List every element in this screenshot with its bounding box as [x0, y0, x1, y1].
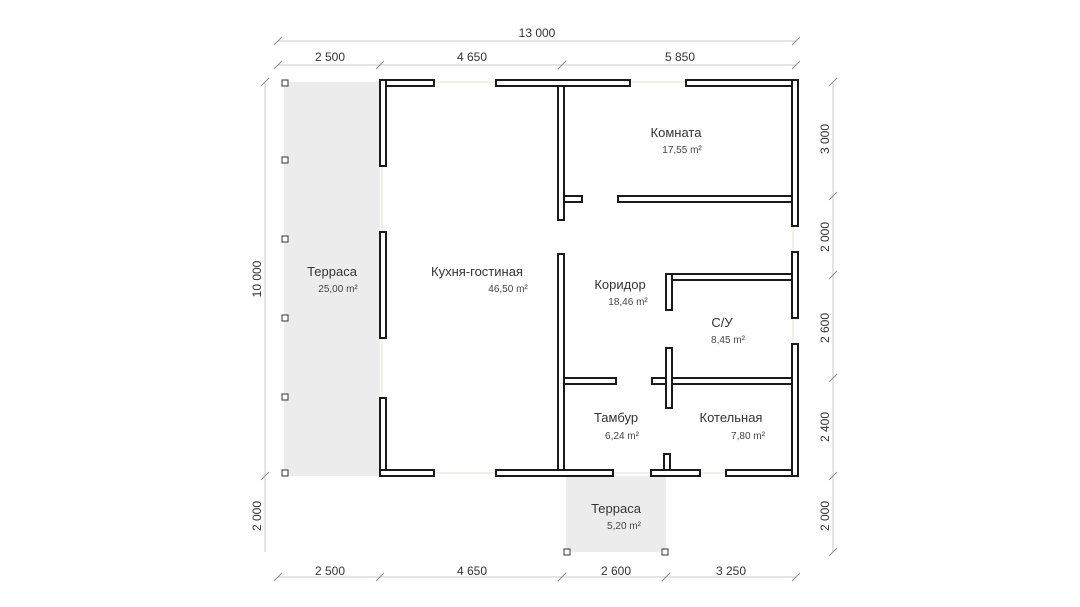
terrace-left-area [284, 82, 380, 476]
dim-top-1: 2 500 [315, 50, 345, 64]
wall-vestibule-right [663, 453, 671, 471]
dim-total-width: 13 000 [519, 26, 556, 40]
walls [379, 79, 799, 477]
room-bathroom-area: 8,45 m² [711, 335, 746, 346]
room-boiler-name: Котельная [700, 410, 763, 425]
wall-right-3 [791, 343, 799, 477]
dim-bottom-4: 3 250 [716, 564, 746, 578]
room-terrace-bottom-area: 5,20 m² [607, 521, 642, 532]
wall-bottom-door-right [650, 469, 701, 477]
wall-bath-left-upper [665, 273, 673, 311]
wall-left-1 [379, 79, 387, 167]
wall-left-3 [379, 397, 387, 477]
room-labels: Терраса 25,00 m² Кухня-гостиная 46,50 m²… [307, 125, 766, 532]
terrace-bottom-area [566, 476, 666, 552]
dim-top-3: 5 850 [665, 50, 695, 64]
dim-bottom-1: 2 500 [315, 564, 345, 578]
wall-bath-top [665, 273, 793, 281]
room-terrace-left-name: Терраса [307, 264, 358, 279]
room-vestibule-name: Тамбур [594, 410, 638, 425]
terrace-posts [281, 79, 669, 556]
wall-bottom-right [725, 469, 799, 477]
dim-left-bottom: 2 000 [250, 501, 264, 531]
dim-right-2: 2 000 [818, 222, 832, 252]
wall-room-stub [563, 195, 583, 203]
room-bathroom-name: С/У [711, 315, 733, 330]
dimension-labels: 13 000 2 500 4 650 5 850 2 500 4 650 2 6… [250, 26, 832, 578]
wall-inner-upper [557, 85, 565, 221]
room-room-area: 17,55 m² [662, 145, 702, 156]
room-boiler-area: 7,80 m² [731, 431, 766, 442]
dim-bottom-2: 4 650 [457, 564, 487, 578]
wall-bottom-left [379, 469, 435, 477]
post [661, 548, 669, 556]
room-corridor-name: Коридор [594, 277, 645, 292]
wall-bottom-mid [495, 469, 614, 477]
post [281, 469, 289, 477]
wall-boiler-top [671, 377, 793, 385]
wall-top-right [685, 79, 799, 87]
dim-right-5: 2 000 [818, 501, 832, 531]
wall-cross-stub [651, 377, 667, 385]
dim-bottom-3: 2 600 [601, 564, 631, 578]
wall-left-2 [379, 231, 387, 339]
openings [381, 81, 794, 474]
post [281, 79, 289, 87]
dimension-lines [260, 36, 838, 582]
terraces [284, 82, 666, 552]
wall-vestibule-top [563, 377, 617, 385]
post [281, 235, 289, 243]
post [563, 548, 571, 556]
dim-top-2: 4 650 [457, 50, 487, 64]
wall-right-1 [791, 79, 799, 227]
room-terrace-bottom-name: Терраса [591, 501, 642, 516]
dim-right-3: 2 600 [818, 313, 832, 343]
wall-right-2 [791, 251, 799, 319]
post [281, 393, 289, 401]
wall-top-left [379, 79, 435, 87]
room-corridor-area: 18,46 m² [608, 297, 648, 308]
wall-room-bottom [617, 195, 793, 203]
room-vestibule-area: 6,24 m² [605, 431, 640, 442]
post [281, 156, 289, 164]
dim-right-4: 2 400 [818, 412, 832, 442]
dim-right-1: 3 000 [818, 124, 832, 154]
wall-inner-lower [557, 253, 565, 471]
dim-total-height: 10 000 [250, 260, 264, 297]
room-living-kitchen-area: 46,50 m² [488, 284, 528, 295]
room-terrace-left-area: 25,00 m² [318, 284, 358, 295]
room-room-name: Комната [651, 125, 703, 140]
post [281, 314, 289, 322]
room-living-kitchen-name: Кухня-гостиная [431, 264, 523, 279]
